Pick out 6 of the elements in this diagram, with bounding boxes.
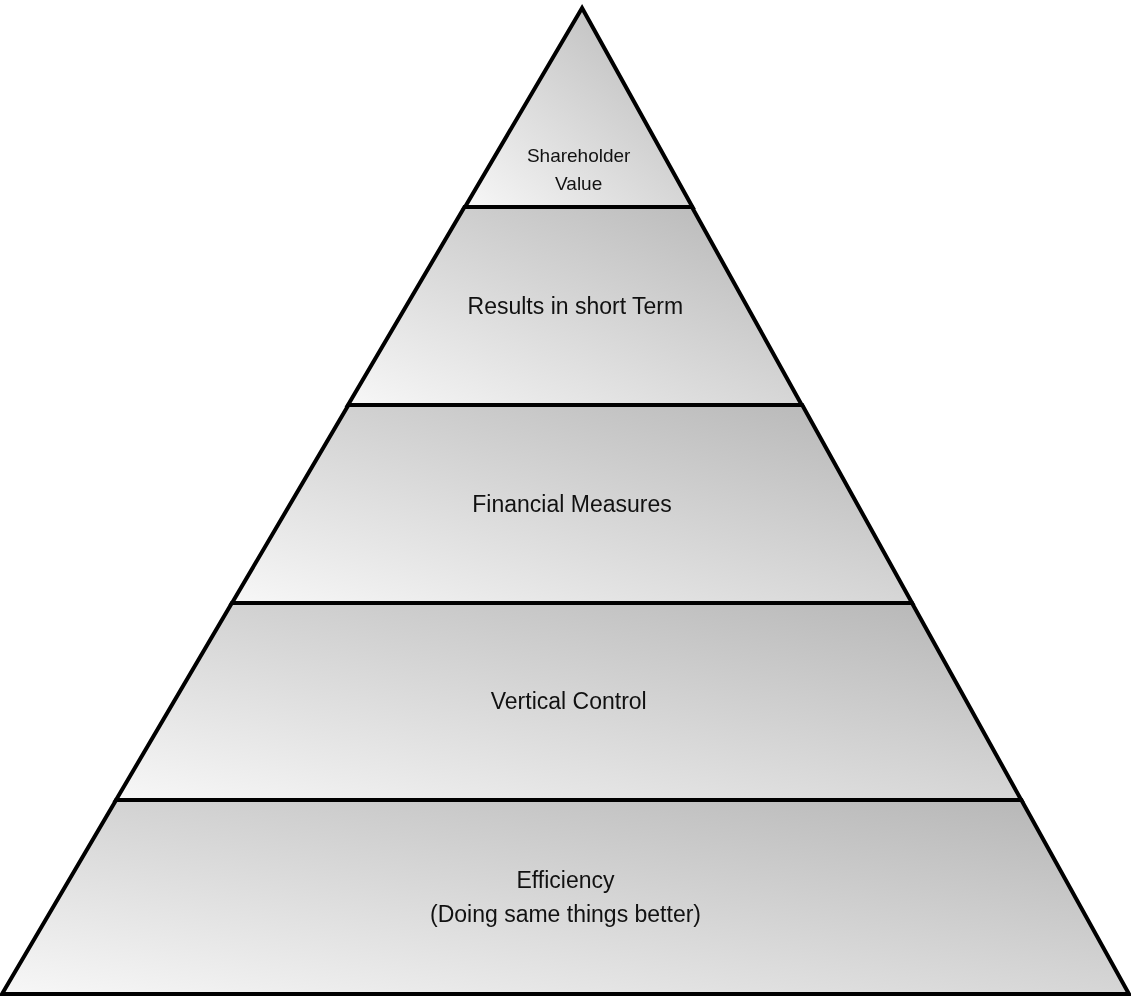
band-label: Financial Measures	[471, 489, 673, 519]
band-subtitle: (Doing same things better)	[429, 900, 702, 929]
band-label: Efficiency	[515, 865, 616, 895]
band-label: Results in short Term	[466, 291, 685, 321]
band-label: Vertical Control	[489, 686, 648, 716]
band-label: Shareholder Value	[525, 143, 632, 196]
